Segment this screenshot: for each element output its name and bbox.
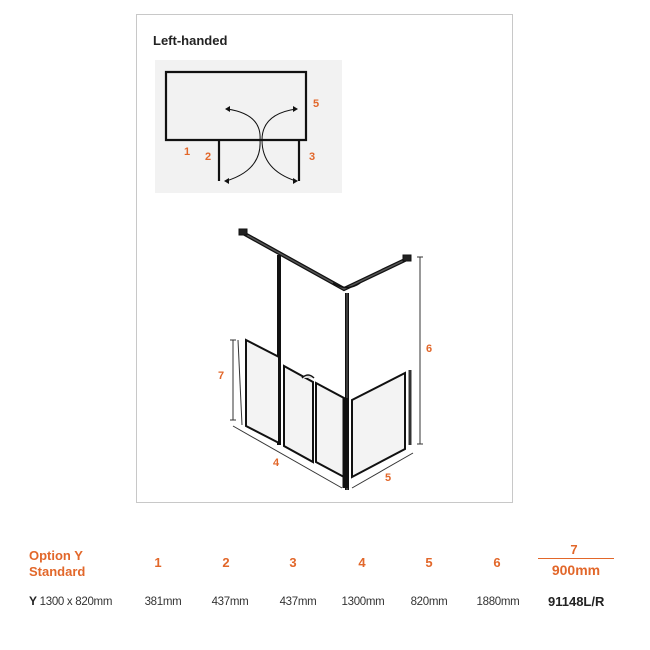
header-7-value: 900mm	[551, 562, 601, 578]
header-5: 5	[425, 555, 433, 570]
header-1: 1	[154, 555, 162, 570]
plan-label-3: 3	[309, 151, 316, 163]
dim-label-5: 5	[385, 472, 392, 484]
diagram-title: Left-handed	[153, 33, 228, 48]
header-2: 2	[222, 555, 230, 570]
plan-view	[164, 70, 308, 184]
row-size: 1300 x 820mm	[39, 596, 113, 608]
value-5: 820mm	[410, 596, 448, 608]
value-1: 381mm	[144, 596, 182, 608]
dim-label-6: 6	[426, 343, 433, 355]
value-3: 437mm	[279, 596, 317, 608]
header-7: 7	[570, 542, 578, 557]
plan-label-2: 2	[205, 151, 212, 163]
header-3: 3	[289, 555, 297, 570]
plan-view-background	[155, 60, 342, 193]
plan-label-1: 1	[184, 146, 191, 158]
dim-label-4: 4	[273, 457, 280, 469]
value-4: 1300mm	[341, 596, 385, 608]
option-title: Option Y Standard	[29, 548, 85, 580]
plan-label-5: 5	[313, 98, 320, 110]
product-code: 91148L/R	[548, 594, 605, 609]
value-6: 1880mm	[476, 596, 520, 608]
header-4: 4	[358, 555, 366, 570]
dim-label-7: 7	[218, 370, 225, 382]
option-variant: Standard	[29, 564, 86, 579]
row-prefix: Y	[29, 594, 37, 608]
row-label: Y 1300 x 820mm	[29, 594, 112, 608]
header-7-divider	[538, 558, 614, 559]
option-name: Option Y	[29, 548, 83, 563]
shower-panels	[237, 338, 412, 488]
value-2: 437mm	[211, 596, 249, 608]
header-6: 6	[493, 555, 501, 570]
dimension-lines	[230, 256, 423, 489]
